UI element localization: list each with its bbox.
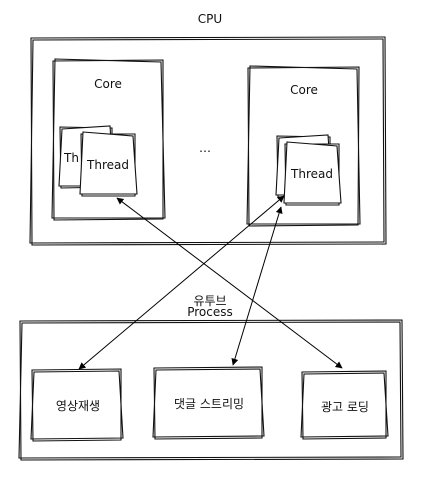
- arrow-thread2-to-video: [78, 195, 285, 370]
- task-box-ads: [300, 370, 389, 440]
- thread-label-1: Thread: [87, 158, 129, 172]
- core-label-2: Core: [290, 83, 318, 97]
- thread-label-2: Thread: [291, 167, 333, 181]
- thread-box-1: [79, 131, 138, 197]
- cpu-box: [29, 36, 387, 246]
- task-label-video: 영상재생: [55, 399, 101, 413]
- arrow-thread2-to-comments: [231, 206, 283, 366]
- core-label-1: Core: [94, 77, 122, 91]
- task-label-comments: 댓글 스트리밍: [173, 397, 245, 411]
- thread-label-back: Thread: [64, 151, 80, 165]
- cpu-title: CPU: [197, 12, 223, 26]
- process-label: Process: [187, 305, 233, 319]
- thread-box-2: [283, 141, 342, 206]
- core-box-2: [246, 65, 361, 227]
- task-label-ads: 광고 로딩: [321, 400, 369, 414]
- ellipsis: …: [199, 141, 211, 155]
- process-app-name: 유투브: [193, 294, 227, 308]
